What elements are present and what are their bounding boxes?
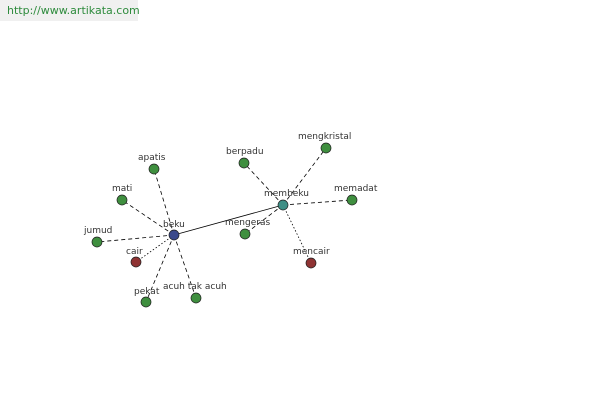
nodes-layer xyxy=(91,142,358,308)
node-label-mengeras[interactable]: mengeras xyxy=(225,218,270,228)
node-label-memadat[interactable]: memadat xyxy=(334,184,378,194)
edge-membeku-mengkristal xyxy=(282,147,327,206)
edge-beku-pekat xyxy=(145,234,175,303)
edge-beku-membeku xyxy=(173,204,284,236)
node-label-mencair[interactable]: mencair xyxy=(293,247,330,257)
node-apatis[interactable] xyxy=(148,163,160,175)
site-url-text[interactable]: http://www.artikata.com xyxy=(7,4,140,17)
node-mencair[interactable] xyxy=(305,257,317,269)
node-mati[interactable] xyxy=(116,194,128,206)
node-label-mati[interactable]: mati xyxy=(112,184,132,194)
edge-beku-cair xyxy=(135,234,175,263)
node-acuh-tak-acuh[interactable] xyxy=(190,292,202,304)
site-url-banner[interactable]: http://www.artikata.com xyxy=(0,0,140,21)
node-label-beku[interactable]: beku xyxy=(163,220,185,230)
node-label-mengkristal[interactable]: mengkristal xyxy=(298,132,351,142)
edges-layer xyxy=(96,147,353,303)
edge-membeku-memadat xyxy=(282,199,353,206)
node-label-berpadu[interactable]: berpadu xyxy=(226,147,264,157)
edge-beku-apatis xyxy=(153,168,175,236)
edge-membeku-berpadu xyxy=(243,162,284,206)
node-jumud[interactable] xyxy=(91,236,103,248)
node-label-jumud[interactable]: jumud xyxy=(83,226,112,236)
node-memadat[interactable] xyxy=(346,194,358,206)
node-label-membeku[interactable]: membeku xyxy=(264,189,309,199)
node-pekat[interactable] xyxy=(140,296,152,308)
node-mengkristal[interactable] xyxy=(320,142,332,154)
node-membeku[interactable] xyxy=(277,199,289,211)
node-cair[interactable] xyxy=(130,256,142,268)
edge-beku-mati xyxy=(121,199,175,236)
edge-membeku-mencair xyxy=(282,204,312,264)
node-mengeras[interactable] xyxy=(239,228,251,240)
node-label-acuh-tak-acuh[interactable]: acuh tak acuh xyxy=(163,282,227,292)
node-beku[interactable] xyxy=(168,229,180,241)
node-label-apatis[interactable]: apatis xyxy=(138,153,166,163)
edge-membeku-mengeras xyxy=(244,204,284,235)
node-label-pekat[interactable]: pekat xyxy=(134,287,160,297)
node-berpadu[interactable] xyxy=(238,157,250,169)
edge-beku-jumud xyxy=(96,234,175,243)
node-label-cair[interactable]: cair xyxy=(126,247,143,257)
